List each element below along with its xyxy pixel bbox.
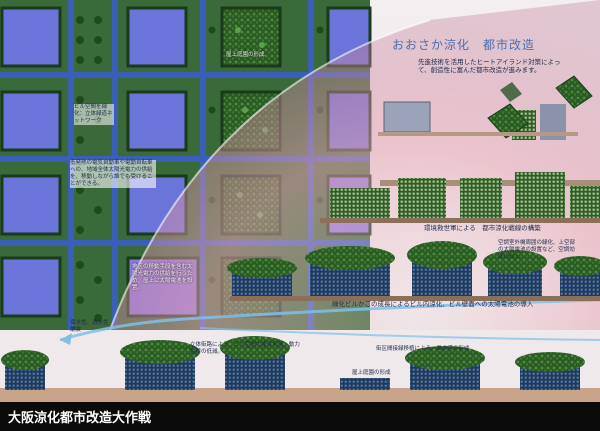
green-buildings-row: [320, 172, 600, 223]
caption-text: 大阪涼化都市改造大作戦: [8, 411, 152, 426]
label-rooftop-garden-top: 屋上庭園の形成: [226, 52, 265, 58]
label-water-retention: 保水性、透水性舗装: [70, 320, 109, 333]
label-rooftop-garden-bottom: 屋上庭園の形成: [352, 370, 391, 376]
intro-text: 先進技術を活用したヒートアイランド対策によって、創造性に富んだ都市改造が進みます…: [418, 58, 561, 75]
label-eco-army: 環境救世軍による 都市涼化戦線の構築: [424, 224, 541, 232]
label-street-greening: 街区間接緑移植による、風の道の形成: [376, 346, 470, 352]
label-green-buildings: 緑化ビルかごの成長によるビル内涼化、ビル壁面への太陽電池の導入: [332, 300, 534, 308]
caption-banner: 大阪涼化都市改造大作戦: [0, 402, 600, 431]
page-title: おおさか涼化 都市改造: [392, 38, 536, 52]
label-ev-note: 低発熱の電気自動車や電動自転車への、地域全体太陽光電力の供給を、移動しながら誰で…: [70, 160, 156, 188]
label-solar-note: 地区の移動手段を含む太陽光電力の供給を行うため、屋上に太陽電池を設置。: [132, 264, 193, 291]
label-multi-level: 立体街路による、ビル空間の複合利用、動力負荷の低減。: [190, 342, 300, 355]
label-balloon-note: 空調室外機周囲の緑化、上空部の太陽電池の設置など、空調効率の向上: [498, 240, 576, 260]
label-building-space: ビル空間を緑化：立体緑道ネットワーク: [74, 104, 114, 125]
